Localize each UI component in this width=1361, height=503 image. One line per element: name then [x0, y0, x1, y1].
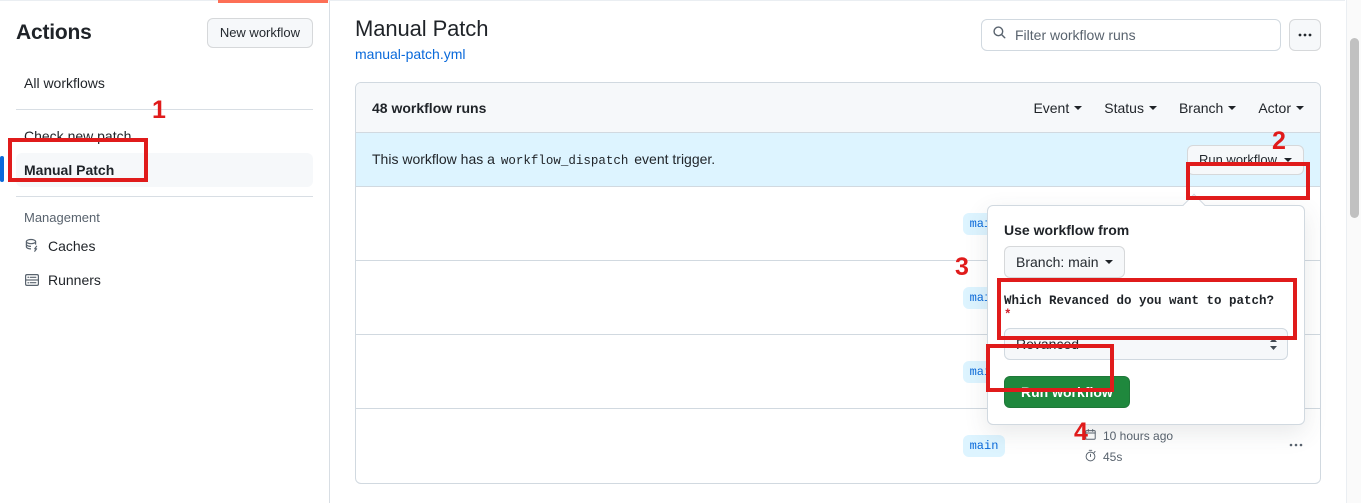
filter-status[interactable]: Status — [1104, 100, 1157, 116]
use-workflow-from-label: Use workflow from — [1004, 222, 1130, 238]
workflow-options-kebab-button[interactable] — [1289, 19, 1321, 51]
patch-field-label: Which Revanced do you want to patch? * — [1004, 294, 1288, 322]
branch-badge[interactable]: main — [962, 435, 1006, 457]
filter-branch[interactable]: Branch — [1178, 99, 1237, 116]
filter-label: Status — [1104, 99, 1144, 116]
run-date: 10 hours ago — [1084, 428, 1173, 444]
workflow-file-link[interactable]: manual-patch.yml — [355, 46, 466, 62]
run-workflow-dropdown-panel: Use workflow from Branch: main Which Rev… — [987, 193, 1305, 425]
sidebar-item-caches[interactable]: Caches — [16, 229, 313, 263]
chevron-down-icon — [1148, 105, 1157, 110]
run-branch-cell: main — [884, 435, 1084, 457]
run-workflow-dropdown-label: Run workflow — [1198, 151, 1277, 167]
dispatch-banner-text: This workflow has a workflow_dispatch ev… — [372, 151, 715, 168]
run-meta-cell: 10 hours ago 45s — [1084, 428, 1304, 465]
kebab-horizontal-icon — [1289, 443, 1303, 446]
patch-select[interactable]: Revanced — [1004, 328, 1288, 360]
sidebar-divider — [16, 196, 313, 197]
run-date-label: 10 hours ago — [1103, 428, 1174, 443]
server-icon — [24, 272, 40, 288]
cache-icon — [24, 238, 40, 254]
sidebar-title: Actions — [16, 21, 92, 44]
patch-field-label-text: Which Revanced do you want to patch? — [1004, 294, 1275, 308]
sidebar-nav-list: All workflows Check new patch Manual Pat… — [0, 66, 313, 297]
search-icon — [992, 25, 1007, 45]
dispatch-text-before: This workflow has a — [372, 151, 495, 167]
chevron-down-icon — [1074, 105, 1083, 110]
chevron-down-icon — [1296, 105, 1304, 110]
sidebar-item-check-new-patch[interactable]: Check new patch — [16, 119, 313, 153]
header-actions — [981, 19, 1321, 51]
page-title: Manual Patch — [355, 16, 489, 41]
dispatch-event-code: workflow_dispatch — [500, 154, 629, 168]
row-kebab-button[interactable] — [1288, 437, 1304, 456]
workflow-dispatch-banner: This workflow has a workflow_dispatch ev… — [356, 133, 1320, 187]
chevron-down-icon — [1284, 157, 1292, 162]
sidebar-item-label: Runners — [48, 272, 101, 288]
vertical-scrollbar[interactable] — [1346, 0, 1361, 503]
sidebar-item-manual-patch[interactable]: Manual Patch — [0, 153, 313, 187]
sidebar-item-label: Caches — [48, 238, 96, 254]
sidebar-header: Actions New workflow — [16, 0, 313, 48]
run-duration-label: 45s — [1103, 449, 1123, 464]
run-duration: 45s — [1084, 449, 1173, 465]
filter-actor[interactable]: Actor — [1258, 100, 1304, 116]
run-meta-lines: 10 hours ago 45s — [1084, 428, 1173, 465]
filter-label: Actor — [1258, 99, 1291, 116]
branch-select-label: Branch: main — [1016, 254, 1099, 270]
chevron-down-icon — [1228, 105, 1237, 110]
workflow-runs-filters: Event Status Branch Actor — [1033, 100, 1304, 116]
filter-event[interactable]: Event — [1033, 99, 1083, 116]
sidebar-divider — [16, 109, 313, 110]
required-marker: * — [1004, 308, 1012, 322]
patch-select-wrapper[interactable]: Revanced — [1004, 328, 1288, 360]
kebab-horizontal-icon — [1298, 33, 1312, 37]
search-input-wrapper[interactable] — [981, 19, 1281, 51]
stopwatch-icon — [1084, 449, 1097, 465]
vertical-scrollbar-thumb[interactable] — [1350, 38, 1359, 218]
new-workflow-button[interactable]: New workflow — [206, 18, 313, 48]
sidebar-item-label: All workflows — [24, 75, 105, 91]
stepper-icon — [1269, 337, 1278, 351]
sidebar-item-label: Check new patch — [24, 128, 132, 144]
filter-label: Branch — [1178, 99, 1224, 116]
filter-label: Event — [1033, 99, 1070, 116]
run-workflow-dropdown-button[interactable]: Run workflow — [1186, 144, 1304, 175]
sidebar-group-management: Management — [24, 210, 100, 225]
workflow-runs-header: 48 workflow runs Event Status Branch — [356, 83, 1320, 133]
sidebar-item-label: Manual Patch — [24, 162, 115, 178]
workflow-runs-count: 48 workflow runs — [372, 99, 487, 116]
page-heading-block: Manual Patch manual-patch.yml — [355, 14, 488, 64]
run-workflow-submit-button[interactable]: Run workflow — [1004, 376, 1130, 408]
table-row[interactable]: main 10 hours ago — [356, 409, 1320, 483]
sidebar-item-all-workflows[interactable]: All workflows — [16, 66, 313, 100]
top-hairline — [0, 0, 1345, 1]
chevron-down-icon — [1105, 260, 1114, 264]
search-input[interactable] — [1015, 27, 1270, 43]
sidebar-item-runners[interactable]: Runners — [16, 263, 313, 297]
branch-select-button[interactable]: Branch: main — [1004, 246, 1126, 278]
calendar-icon — [1084, 428, 1097, 444]
dispatch-text-after: event trigger. — [634, 151, 716, 167]
actions-sidebar: Actions New workflow All workflows Check… — [0, 0, 330, 503]
page-loading-progress-bar — [218, 0, 328, 3]
patch-select-value: Revanced — [1016, 336, 1080, 352]
main-header: Manual Patch manual-patch.yml — [355, 14, 1321, 64]
